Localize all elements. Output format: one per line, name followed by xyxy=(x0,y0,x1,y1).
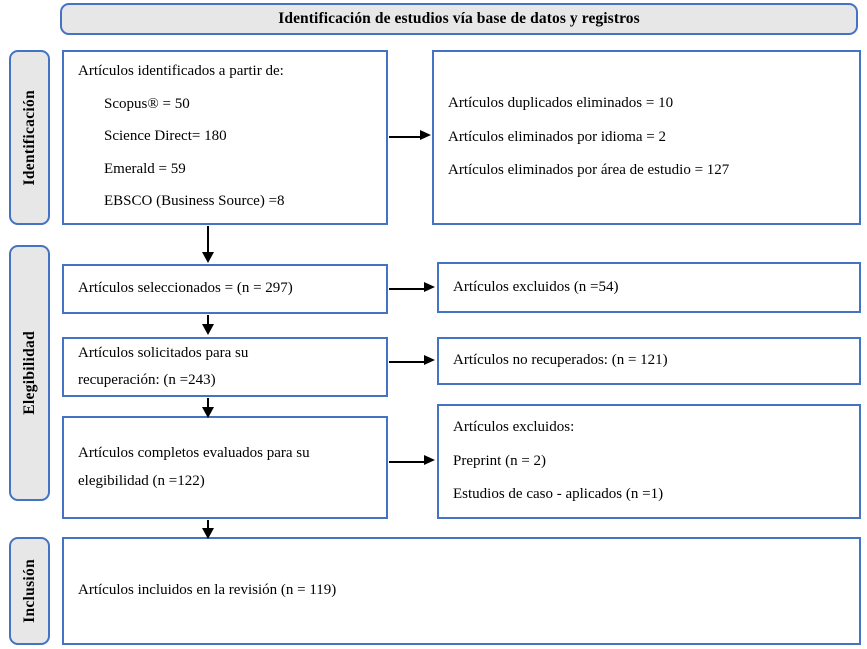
reports-sought-line-1: Artículos solicitados para su xyxy=(78,344,249,361)
arrow-screened-to-sought-head xyxy=(202,324,214,335)
box-records-identified: Artículos identificados a partir de: Sco… xyxy=(62,50,388,225)
box-reports-not-retrieved: Artículos no recuperados: (n = 121) xyxy=(437,337,861,385)
records-source-emerald: Emerald = 59 xyxy=(104,160,186,177)
records-source-scopus: Scopus® = 50 xyxy=(104,95,190,112)
phase-tab-elegibilidad: Elegibilidad xyxy=(9,245,50,501)
studies-included-text: Artículos incluidos en la revisión (n = … xyxy=(78,582,337,599)
phase-tab-inclusion-label: Inclusión xyxy=(20,559,38,623)
arrow-sought-to-assessed-line xyxy=(207,398,209,410)
reports-not-retrieved-text: Artículos no recuperados: (n = 121) xyxy=(453,352,668,369)
phase-tab-inclusion: Inclusión xyxy=(9,537,50,645)
arrow-assessed-to-included-head xyxy=(202,528,214,539)
arrow-identified-to-screened-head xyxy=(202,252,214,263)
arrow-sought-to-not-retrieved-line xyxy=(389,361,427,363)
records-excluded-text: Artículos excluidos (n =54) xyxy=(453,278,619,295)
phase-banner-identification: Identificación de estudios vía base de d… xyxy=(60,3,858,35)
phase-tab-identificacion: Identificación xyxy=(9,50,50,225)
records-screened-text: Artículos seleccionados = (n = 297) xyxy=(78,280,293,297)
phase-tab-elegibilidad-label: Elegibilidad xyxy=(20,331,38,415)
box-reports-excluded-reasons: Artículos excluidos: Preprint (n = 2) Es… xyxy=(437,404,861,519)
arrow-assessed-to-excluded-line xyxy=(389,461,427,463)
arrow-assessed-to-excluded-head xyxy=(424,455,435,465)
records-removed-duplicates: Artículos duplicados eliminados = 10 xyxy=(448,95,674,112)
arrow-identified-to-removed-line xyxy=(389,136,422,138)
arrow-screened-to-excluded-head xyxy=(424,282,435,292)
box-reports-sought: Artículos solicitados para su recuperaci… xyxy=(62,337,388,397)
records-source-science-direct: Science Direct= 180 xyxy=(104,128,227,144)
arrow-identified-to-removed-head xyxy=(420,130,431,140)
reports-assessed-line-1: Artículos completos evaluados para su xyxy=(78,445,310,461)
box-records-removed: Artículos duplicados eliminados = 10 Art… xyxy=(432,50,861,225)
arrow-sought-to-not-retrieved-head xyxy=(424,355,435,365)
arrow-assessed-to-included-line xyxy=(207,520,209,531)
box-records-excluded: Artículos excluidos (n =54) xyxy=(437,262,861,313)
arrow-screened-to-excluded-line xyxy=(389,288,427,290)
arrow-screened-to-sought-line xyxy=(207,315,209,326)
arrow-sought-to-assessed-head xyxy=(202,407,214,418)
records-removed-language: Artículos eliminados por idioma = 2 xyxy=(448,128,667,145)
arrow-identified-to-screened-line xyxy=(207,226,209,253)
phase-tab-identificacion-label: Identificación xyxy=(20,89,38,186)
reports-assessed-line-2: elegibilidad (n =122) xyxy=(78,472,205,489)
box-records-screened: Artículos seleccionados = (n = 297) xyxy=(62,264,388,314)
reports-excluded-reason-case-studies: Estudios de caso - aplicados (n =1) xyxy=(453,486,664,503)
records-removed-study-area: Artículos eliminados por área de estudio… xyxy=(448,162,730,179)
phase-banner-title: Identificación de estudios vía base de d… xyxy=(278,10,640,27)
box-reports-assessed: Artículos completos evaluados para su el… xyxy=(62,416,388,519)
reports-excluded-reason-preprint: Preprint (n = 2) xyxy=(453,452,547,469)
reports-sought-line-2: recuperación: (n =243) xyxy=(78,372,216,388)
records-source-ebsco: EBSCO (Business Source) =8 xyxy=(104,193,285,209)
records-identified-heading: Artículos identificados a partir de: xyxy=(78,63,284,79)
box-studies-included: Artículos incluidos en la revisión (n = … xyxy=(62,537,861,645)
reports-excluded-heading: Artículos excluidos: xyxy=(453,419,575,436)
